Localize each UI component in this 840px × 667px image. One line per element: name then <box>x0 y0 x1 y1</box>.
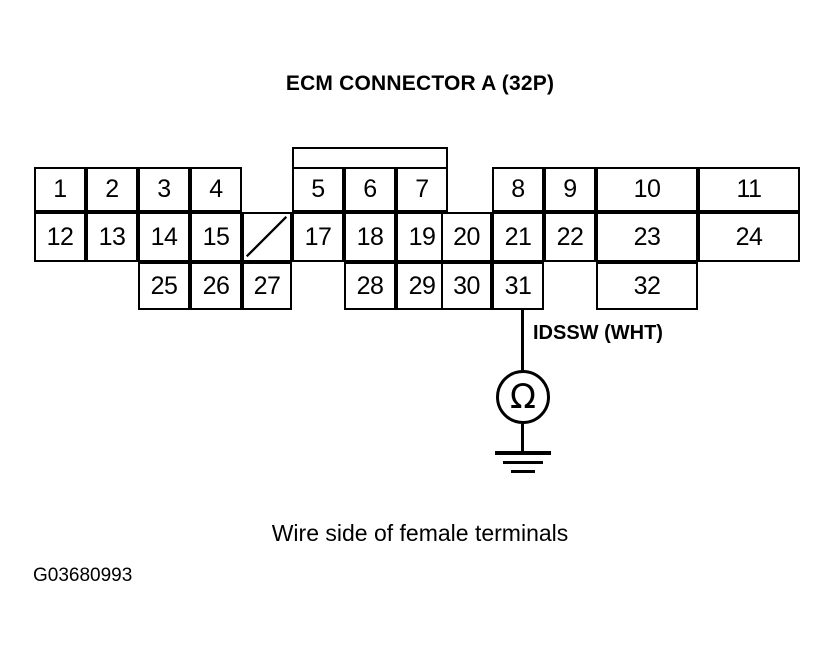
terminal-number: 27 <box>253 271 281 300</box>
terminal-number: 12 <box>46 222 74 251</box>
ohmmeter-symbol: Ω <box>496 370 550 424</box>
terminal-number: 1 <box>53 175 67 203</box>
page-title: ECM CONNECTOR A (32P) <box>285 72 555 95</box>
terminal-number: 13 <box>98 222 126 251</box>
terminal-number: 31 <box>504 271 532 300</box>
terminal-cell-30: 30 <box>441 262 492 310</box>
terminal-number: 28 <box>356 271 384 300</box>
terminal-cell-32: 32 <box>596 262 698 310</box>
terminal-cell-1: 1 <box>34 167 86 212</box>
wire-label-idssw: IDSSW (WHT) <box>533 322 663 344</box>
terminal-cell-24: 24 <box>698 212 800 262</box>
terminal-number: 26 <box>202 271 230 300</box>
figure-caption: Wire side of female terminals <box>271 520 569 546</box>
terminal-number: 19 <box>408 222 436 251</box>
terminal-number: 7 <box>415 175 429 203</box>
blank-terminal-slash-icon <box>245 215 288 258</box>
terminal-number: 21 <box>504 222 532 251</box>
terminal-cell-17: 17 <box>292 212 344 262</box>
terminal-cell-26: 26 <box>190 262 242 310</box>
terminal-number: 15 <box>202 222 230 251</box>
terminal-number: 22 <box>556 222 584 251</box>
terminal-cell-2: 2 <box>86 167 138 212</box>
ground-bar-3 <box>511 470 535 473</box>
ground-bar-2 <box>503 461 543 464</box>
terminal-cell-14: 14 <box>138 212 190 262</box>
terminal-cell-5: 5 <box>292 167 344 212</box>
terminal-cell-22: 22 <box>544 212 596 262</box>
wire-lead-vertical <box>521 310 524 372</box>
terminal-number: 17 <box>304 222 332 251</box>
terminal-cell-31: 31 <box>492 262 544 310</box>
terminal-number: 6 <box>363 175 377 203</box>
terminal-number: 5 <box>311 175 325 203</box>
terminal-cell-23: 23 <box>596 212 698 262</box>
terminal-cell-19: 19 <box>396 212 448 262</box>
terminal-cell-11: 11 <box>698 167 800 212</box>
terminal-cell-25: 25 <box>138 262 190 310</box>
terminal-number: 30 <box>453 271 480 300</box>
terminal-cell-27: 27 <box>242 262 292 310</box>
terminal-number: 9 <box>563 175 577 203</box>
terminal-number: 32 <box>633 271 661 300</box>
terminal-cell-7: 7 <box>396 167 448 212</box>
terminal-cell-9: 9 <box>544 167 596 212</box>
terminal-number: 20 <box>453 222 480 251</box>
terminal-number: 29 <box>408 271 436 300</box>
figure-id: G03680993 <box>33 565 133 586</box>
terminal-cell-20: 20 <box>441 212 492 262</box>
terminal-cell-10: 10 <box>596 167 698 212</box>
wire-lead-to-ground <box>521 424 524 452</box>
terminal-number: 2 <box>105 175 119 203</box>
terminal-cell-18: 18 <box>344 212 396 262</box>
terminal-cell-3: 3 <box>138 167 190 212</box>
terminal-number: 11 <box>736 175 762 203</box>
terminal-number: 3 <box>157 175 171 203</box>
terminal-number: 25 <box>150 271 178 300</box>
terminal-number: 8 <box>511 175 525 203</box>
terminal-cell-blank <box>242 212 292 262</box>
terminal-number: 18 <box>356 222 384 251</box>
terminal-cell-21: 21 <box>492 212 544 262</box>
terminal-cell-6: 6 <box>344 167 396 212</box>
terminal-cell-15: 15 <box>190 212 242 262</box>
terminal-number: 4 <box>209 175 223 203</box>
terminal-cell-4: 4 <box>190 167 242 212</box>
terminal-cell-13: 13 <box>86 212 138 262</box>
terminal-cell-12: 12 <box>34 212 86 262</box>
terminal-cell-8: 8 <box>492 167 544 212</box>
terminal-cell-28: 28 <box>344 262 396 310</box>
terminal-number: 24 <box>735 222 763 251</box>
ground-bar-1 <box>495 451 551 455</box>
terminal-number: 10 <box>633 175 661 203</box>
terminal-number: 23 <box>633 222 661 251</box>
terminal-number: 14 <box>150 222 178 251</box>
